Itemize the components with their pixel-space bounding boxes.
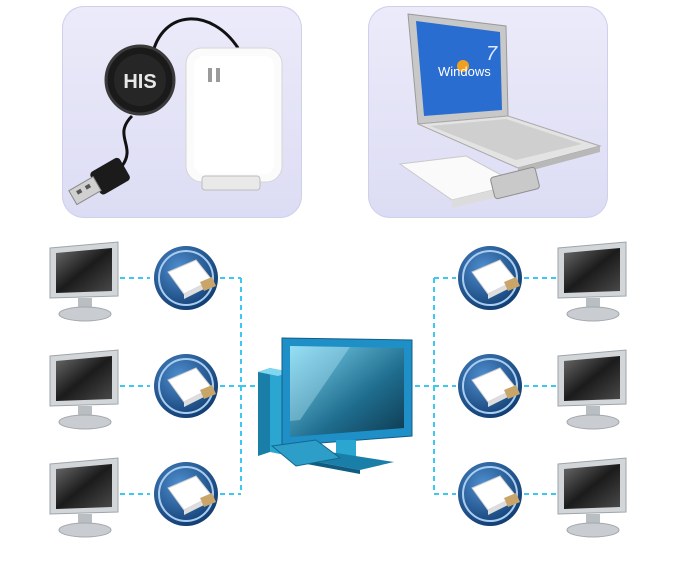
adapter-right-3 (457, 461, 523, 527)
laptop: Windows 7 (407, 13, 602, 174)
monitor-left-1 (49, 241, 119, 322)
usb-plug (68, 157, 130, 206)
right-connector-lines (415, 277, 556, 495)
his-logo-text: HIS (123, 71, 156, 93)
usb-adapter-illustration: HIS (68, 17, 283, 206)
windows-version-text: 7 (486, 43, 498, 65)
adapter-box-attached (398, 155, 540, 208)
adapter-box (185, 47, 283, 191)
adapter-left-2 (153, 353, 219, 419)
windows-logo-text: Windows (438, 64, 491, 79)
main-monitor (281, 337, 413, 474)
cable-reel: HIS (104, 44, 176, 116)
central-computer (258, 337, 413, 474)
left-connector-lines (120, 277, 262, 495)
monitor-left-2 (49, 349, 119, 430)
monitor-left-3 (49, 457, 119, 538)
adapter-right-2 (457, 353, 523, 419)
monitor-right-1 (557, 241, 627, 322)
laptop-illustration: Windows 7 (398, 13, 602, 208)
monitor-right-3 (557, 457, 627, 538)
keyboard (270, 439, 342, 467)
monitor-right-2 (557, 349, 627, 430)
adapter-left-1 (153, 245, 219, 311)
adapter-right-1 (457, 245, 523, 311)
laptop-panel: Windows 7 (368, 6, 608, 218)
adapter-left-3 (153, 461, 219, 527)
usb-adapter-panel: HIS (62, 6, 302, 218)
